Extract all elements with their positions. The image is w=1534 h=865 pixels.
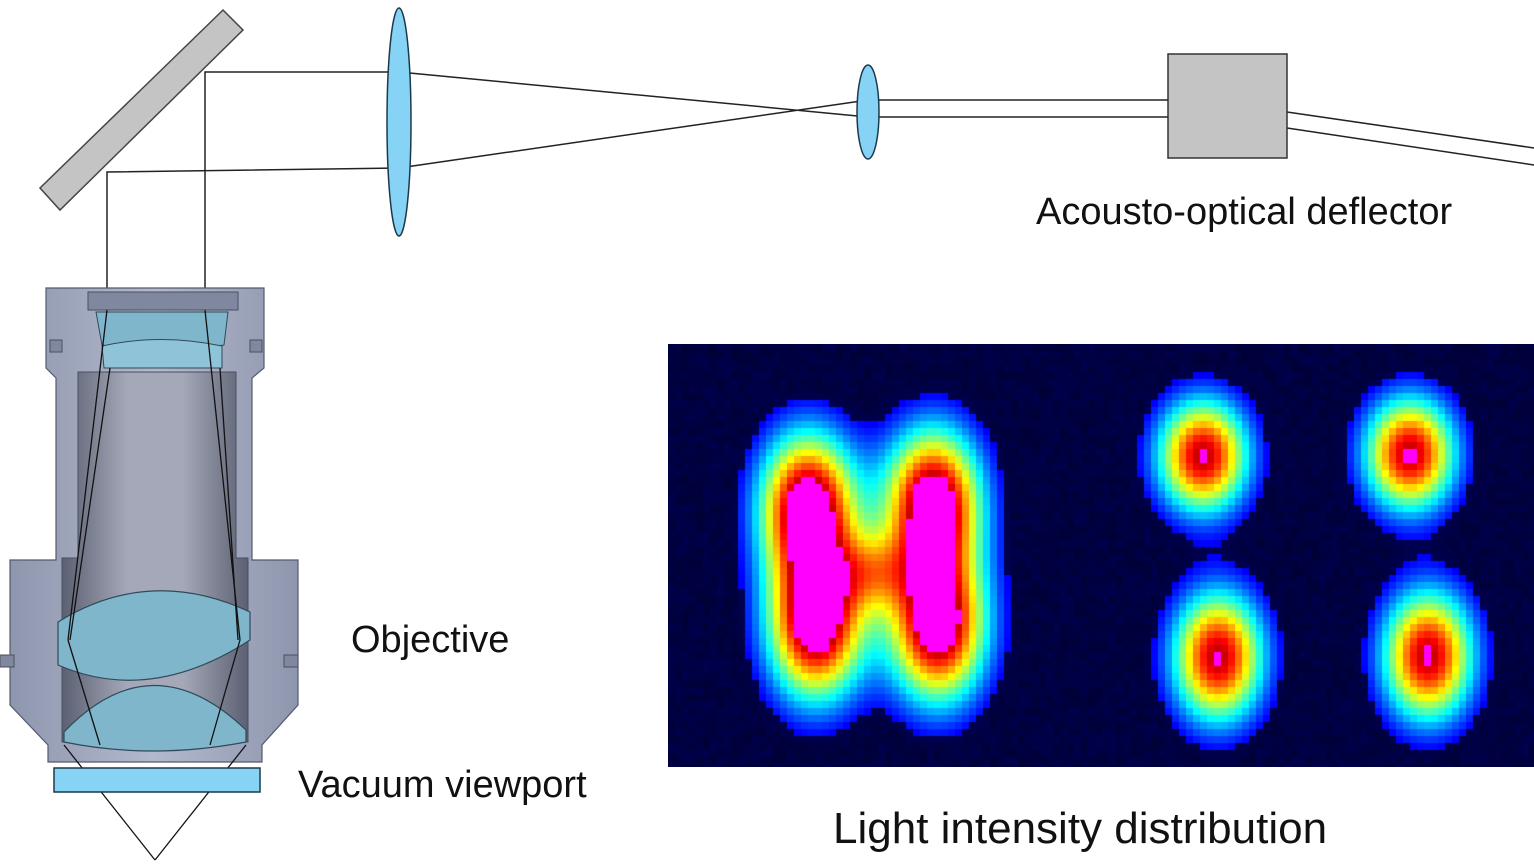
mirror xyxy=(38,8,245,212)
vacuum-viewport xyxy=(53,767,261,793)
objective-label: Objective xyxy=(351,619,510,661)
small-lens xyxy=(856,64,880,160)
beam-aod-to-lens xyxy=(868,99,1168,118)
beam-to-objective xyxy=(106,71,400,310)
deflector-label: Acousto-optical deflector xyxy=(1036,191,1453,233)
beam-telescope xyxy=(398,71,869,169)
objective xyxy=(0,287,299,763)
acousto-optical-deflector xyxy=(1167,53,1288,159)
beam-input xyxy=(1286,111,1534,166)
beam-in-objective xyxy=(63,309,247,861)
intensity-label: Light intensity distribution xyxy=(833,804,1328,853)
intensity-heatmap xyxy=(668,344,1534,767)
large-lens xyxy=(386,7,412,237)
viewport-label: Vacuum viewport xyxy=(298,764,587,806)
